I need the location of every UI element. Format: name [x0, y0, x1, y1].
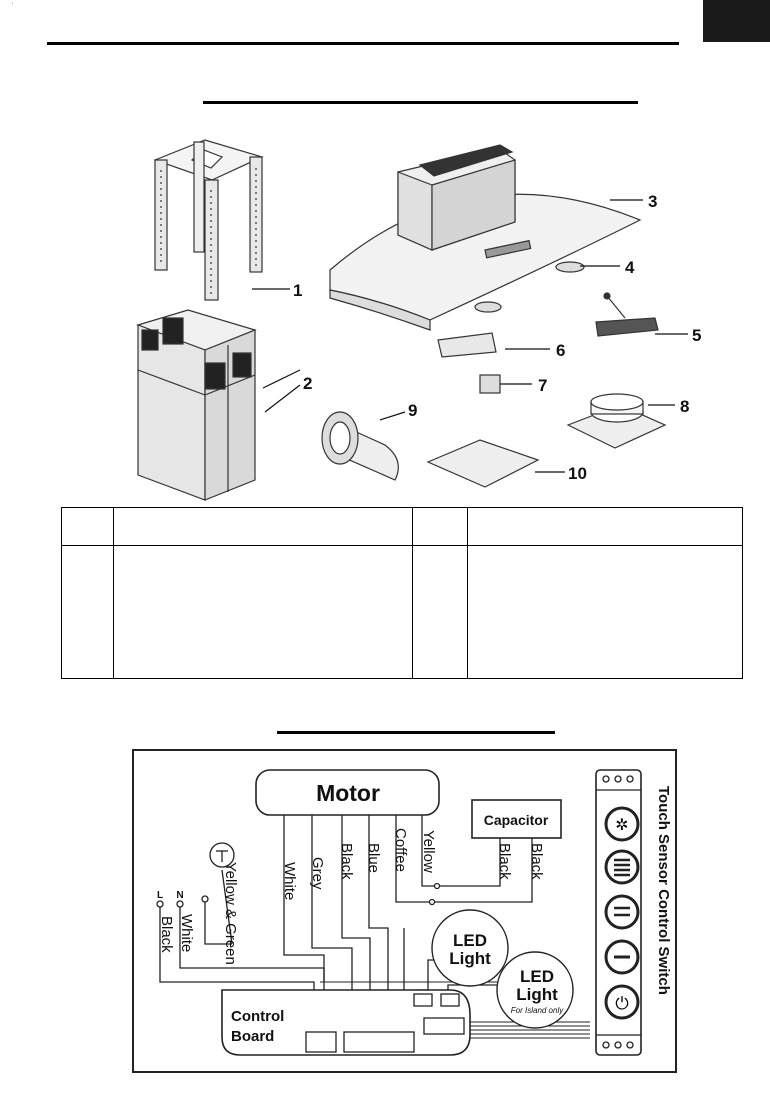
- power-icon: [604, 984, 640, 1020]
- parts-diagram: 1 2 3 4 5 6 7 8 9 10: [136, 139, 701, 501]
- callout-3: 3: [648, 192, 657, 211]
- led1-label-line2: Light: [449, 949, 491, 968]
- motor-label: Motor: [316, 780, 380, 806]
- table-cell: [61, 507, 114, 546]
- grease-filter-illustration: [426, 439, 540, 488]
- callout-7: 7: [538, 376, 547, 395]
- chimney-cover-illustration: [136, 309, 257, 501]
- led2-label-line1: LED: [520, 967, 554, 986]
- callout-10: 10: [568, 464, 587, 483]
- header-rule: [47, 42, 679, 45]
- svg-text:✲: ✲: [615, 815, 628, 834]
- table-cell: [467, 507, 743, 546]
- hood-body-illustration: [329, 144, 642, 331]
- led1-label-line1: LED: [453, 931, 487, 950]
- capacitor-wire-label-1: Black: [496, 843, 513, 880]
- parts-table: [61, 507, 743, 679]
- wire-label-coffee: Coffee: [392, 828, 409, 872]
- wire-label-grey: Grey: [309, 857, 326, 890]
- wiring-title-rule: [277, 731, 555, 734]
- touch-switch-label: Touch Sensor Control Switch: [655, 786, 672, 995]
- led2-note: For Island only: [511, 1006, 564, 1015]
- wire-label-blue: Blue: [365, 843, 382, 873]
- table-cell: [412, 507, 468, 546]
- callout-6: 6: [556, 341, 565, 360]
- control-board-label-line2: Board: [231, 1028, 274, 1045]
- mains-wire-l-label: Black: [158, 916, 175, 953]
- speed-medium-icon: [604, 894, 640, 930]
- terminal-n: N: [176, 890, 183, 901]
- table-header-row: [61, 507, 743, 546]
- table-cell: [113, 545, 413, 679]
- bracket-frame-illustration: [153, 139, 264, 301]
- led-light-2: [496, 951, 574, 1029]
- callout-9: 9: [408, 401, 417, 420]
- light-icon: [604, 806, 640, 842]
- duct-adapter-illustration: [566, 393, 667, 449]
- led-light-1: [431, 909, 509, 987]
- capacitor-label: Capacitor: [484, 812, 549, 828]
- table-cell: [113, 507, 413, 546]
- switch-panel-illustration: [595, 292, 659, 337]
- callout-5: 5: [692, 326, 701, 345]
- motor-box: [255, 769, 440, 816]
- wire-label-yellow: Yellow: [420, 830, 437, 873]
- capacitor-wire-label-2: Black: [528, 843, 545, 880]
- callout-8: 8: [680, 397, 689, 416]
- pcb-illustration: [437, 332, 497, 358]
- callout-2: 2: [303, 374, 312, 393]
- wire-label-white: White: [281, 862, 298, 900]
- capacitor-illustration: [479, 374, 501, 394]
- corner-mark: ': [12, 3, 14, 9]
- light-bulb-illustration: [555, 261, 585, 273]
- callout-1: 1: [293, 281, 302, 300]
- led2-label-line2: Light: [516, 985, 558, 1004]
- switch-buttons: ✲ ⏻: [604, 806, 640, 1020]
- carbon-filter-illustration: [321, 411, 399, 481]
- table-row: [61, 545, 743, 679]
- ground-wire-label: Yellow & Green: [222, 862, 239, 965]
- svg-text:⏻: ⏻: [615, 994, 629, 1014]
- table-cell: [412, 545, 468, 679]
- page-tab-block: [703, 0, 770, 42]
- mains-wire-n-label: White: [178, 914, 195, 952]
- control-board-label-line1: Control: [231, 1008, 284, 1025]
- wiring-diagram: ✲ ⏻ Motor Capacitor White Grey Black Blu…: [132, 749, 677, 1073]
- table-cell: [467, 545, 743, 679]
- wire-label-black: Black: [338, 843, 355, 880]
- section-title-rule: [203, 101, 638, 104]
- capacitor-box: [471, 799, 562, 839]
- terminal-l: L: [157, 890, 163, 901]
- speed-high-icon: [604, 849, 640, 885]
- table-cell: [61, 545, 114, 679]
- callout-4: 4: [625, 258, 635, 277]
